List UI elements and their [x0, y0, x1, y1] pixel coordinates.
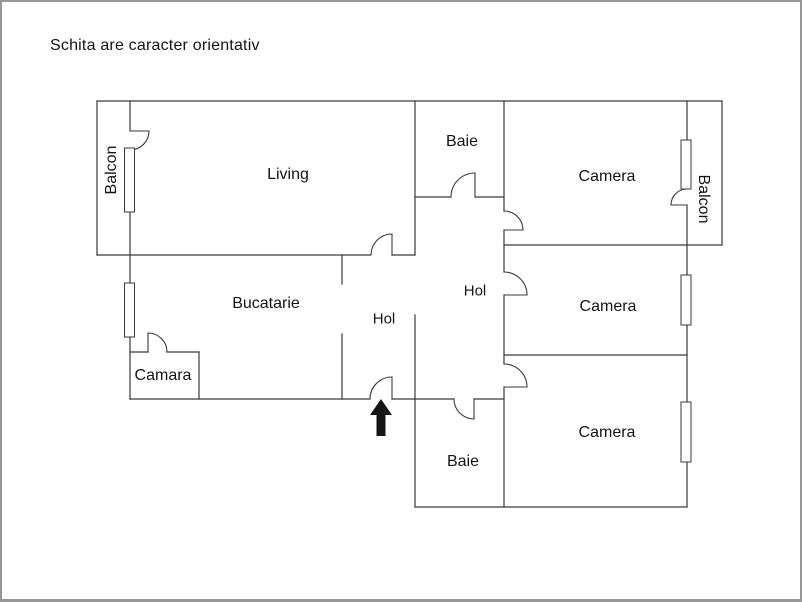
door-arc-camara [147, 332, 168, 353]
windows-group [124, 139, 692, 463]
room-label-camera-bottom: Camera [578, 424, 636, 441]
door-arc-baie-bottom [453, 398, 475, 420]
room-label-bucatarie: Bucatarie [232, 295, 300, 312]
room-label-camara: Camara [134, 367, 192, 384]
window-bucatarie [124, 282, 135, 338]
room-label-camera-middle: Camera [579, 298, 637, 315]
window-camera-top [680, 139, 692, 190]
walls-group [96, 100, 723, 508]
room-label-camera-top: Camera [578, 168, 636, 185]
room-label-balcon-right: Balcon [695, 174, 712, 224]
window-camera-bottom [680, 401, 692, 463]
window-balcon-left [124, 147, 135, 213]
room-label-hol-center: Hol [463, 282, 487, 300]
room-label-living: Living [267, 166, 309, 183]
entrance-arrow-icon [370, 399, 392, 436]
room-label-hol-left: Hol [372, 310, 396, 328]
door-arc-entrance [369, 376, 393, 400]
door-arc-camera-top [503, 210, 524, 231]
window-camera-middle [680, 274, 692, 326]
door-arc-camera-bottom [503, 363, 528, 388]
room-label-baie-top: Baie [445, 133, 479, 150]
door-arc-balcon-right [670, 188, 688, 206]
room-label-baie-bottom: Baie [446, 453, 480, 470]
door-arc-camera-middle [503, 271, 528, 296]
door-arc-living [370, 233, 393, 256]
door-arc-baie-top [450, 172, 476, 198]
door-arc-balcon-left [129, 130, 150, 151]
doors-group [129, 130, 688, 420]
room-label-balcon-left: Balcon [103, 145, 120, 195]
page-title: Schita are caracter orientativ [50, 37, 260, 54]
